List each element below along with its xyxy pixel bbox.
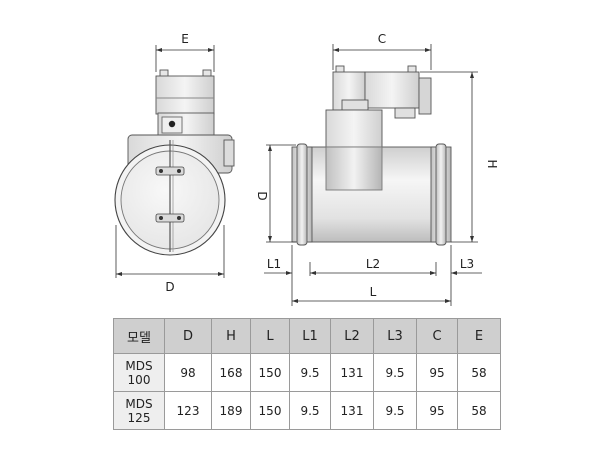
cell-l3: 9.5 [373, 391, 417, 430]
spec-table-header: 모델 D H L L1 L2 L3 C E [113, 318, 501, 354]
cell-l: 150 [250, 353, 290, 392]
model-name: MDS [125, 396, 153, 411]
dimension-d-front [115, 225, 225, 278]
header-model: 모델 [113, 318, 165, 354]
header-l2: L2 [330, 318, 374, 354]
dimension-d-side [266, 144, 296, 243]
dimension-c [332, 44, 432, 70]
cell-e: 58 [457, 353, 501, 392]
header-l1: L1 [289, 318, 331, 354]
dimension-h [420, 71, 478, 243]
dim-label-d-side: D [255, 191, 269, 200]
cell-l: 150 [250, 391, 290, 430]
header-c: C [416, 318, 458, 354]
cell-c: 95 [416, 391, 458, 430]
dimension-l-parts [264, 245, 482, 306]
dim-label-e: E [181, 32, 189, 46]
header-l: L [250, 318, 290, 354]
header-h: H [211, 318, 251, 354]
dim-label-l: L [370, 285, 377, 299]
dim-label-d-front: D [165, 280, 174, 294]
technical-drawing: E [114, 32, 499, 306]
cell-l2: 131 [330, 391, 374, 430]
model-name: MDS [125, 358, 153, 373]
cell-h: 189 [211, 391, 251, 430]
header-l3: L3 [373, 318, 417, 354]
front-view: E [114, 32, 235, 294]
damper-disc-front [114, 140, 226, 256]
dim-label-l1: L1 [267, 257, 281, 271]
dimension-e [155, 45, 215, 72]
dim-label-l2: L2 [366, 257, 380, 271]
cell-h: 168 [211, 353, 251, 392]
dim-label-h: H [485, 159, 499, 168]
cell-l1: 9.5 [289, 391, 331, 430]
side-view: C [255, 32, 499, 306]
cell-l1: 9.5 [289, 353, 331, 392]
dim-label-l3: L3 [460, 257, 474, 271]
cell-d: 98 [164, 353, 212, 392]
model-size: 100 [127, 372, 151, 387]
cell-c: 95 [416, 353, 458, 392]
cell-e: 58 [457, 391, 501, 430]
duct-tube-side [291, 143, 452, 246]
cell-l3: 9.5 [373, 353, 417, 392]
model-size: 125 [127, 410, 151, 425]
cell-l2: 131 [330, 353, 374, 392]
bolt-icon [168, 120, 176, 128]
header-e: E [457, 318, 501, 354]
dim-label-c: C [378, 32, 386, 46]
cell-d: 123 [164, 391, 212, 430]
header-d: D [164, 318, 212, 354]
